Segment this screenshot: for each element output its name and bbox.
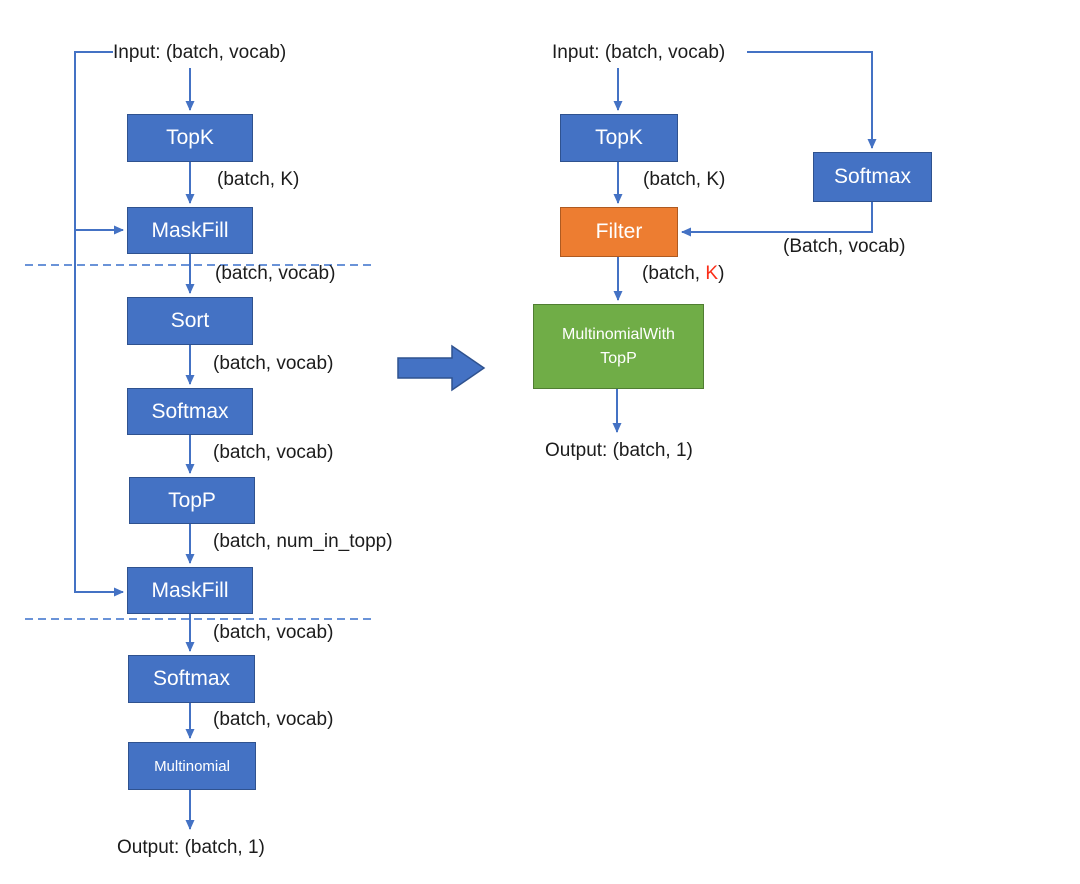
left-node-multinomial-label: Multinomial	[154, 757, 230, 775]
left-node-softmax-1: Softmax	[127, 388, 253, 435]
left-node-maskfill-1-label: MaskFill	[151, 218, 229, 242]
left-edge-label-batch-vocab-5: (batch, vocab)	[213, 709, 334, 730]
left-input-label: Input: (batch, vocab)	[113, 42, 287, 63]
left-node-softmax-2: Softmax	[128, 655, 255, 703]
right-edge-label-batch-vocab: (Batch, vocab)	[783, 236, 906, 257]
left-node-maskfill-2: MaskFill	[127, 567, 253, 614]
left-node-multinomial: Multinomial	[128, 742, 256, 790]
transform-block-arrow	[397, 344, 486, 392]
right-edge-label-batch-k-red: (batch, K)	[642, 263, 724, 285]
filter-out-suffix: )	[718, 263, 725, 284]
left-edge-label-batch-vocab-4: (batch, vocab)	[213, 622, 334, 643]
left-node-maskfill-1: MaskFill	[127, 207, 253, 254]
right-node-topk: TopK	[560, 114, 678, 162]
right-node-multinomial-line2: TopP	[600, 349, 637, 367]
right-output-label: Output: (batch, 1)	[545, 440, 693, 461]
filter-out-prefix: (batch,	[642, 263, 706, 284]
left-node-topp: TopP	[129, 477, 255, 524]
left-node-sort-label: Sort	[170, 309, 210, 332]
left-node-topp-label: TopP	[168, 488, 216, 512]
left-edge-label-batch-k: (batch, K)	[217, 169, 300, 190]
right-node-multinomial-line1: MultinomialWith	[562, 326, 675, 344]
left-edge-label-batch-vocab-1: (batch, vocab)	[215, 263, 336, 284]
filter-out-highlight-k: K	[705, 263, 719, 284]
left-edge-label-batch-vocab-2: (batch, vocab)	[213, 353, 334, 374]
right-node-topk-label: TopK	[595, 126, 643, 149]
left-edge-label-batch-vocab-3: (batch, vocab)	[213, 442, 334, 463]
right-input-label: Input: (batch, vocab)	[552, 42, 726, 63]
left-node-topk: TopK	[127, 114, 253, 162]
right-edge-label-batch-k: (batch, K)	[643, 169, 726, 190]
right-node-filter: Filter	[560, 207, 678, 257]
right-node-filter-label: Filter	[595, 220, 643, 243]
left-skip-connector	[74, 51, 124, 597]
right-node-softmax-label: Softmax	[833, 165, 912, 188]
left-node-topk-label: TopK	[166, 126, 214, 149]
left-edge-label-num-in-topp: (batch, num_in_topp)	[213, 531, 393, 552]
right-node-multinomial-with-topp: MultinomialWith TopP	[533, 304, 704, 389]
right-node-softmax: Softmax	[813, 152, 932, 202]
left-node-softmax-2-label: Softmax	[152, 667, 231, 690]
right-connector-input-softmax	[747, 51, 877, 149]
left-output-label: Output: (batch, 1)	[117, 837, 265, 858]
right-connector-softmax-filter	[681, 202, 873, 237]
left-node-maskfill-2-label: MaskFill	[151, 578, 229, 602]
left-node-sort: Sort	[127, 297, 253, 345]
left-node-softmax-1-label: Softmax	[151, 399, 229, 423]
